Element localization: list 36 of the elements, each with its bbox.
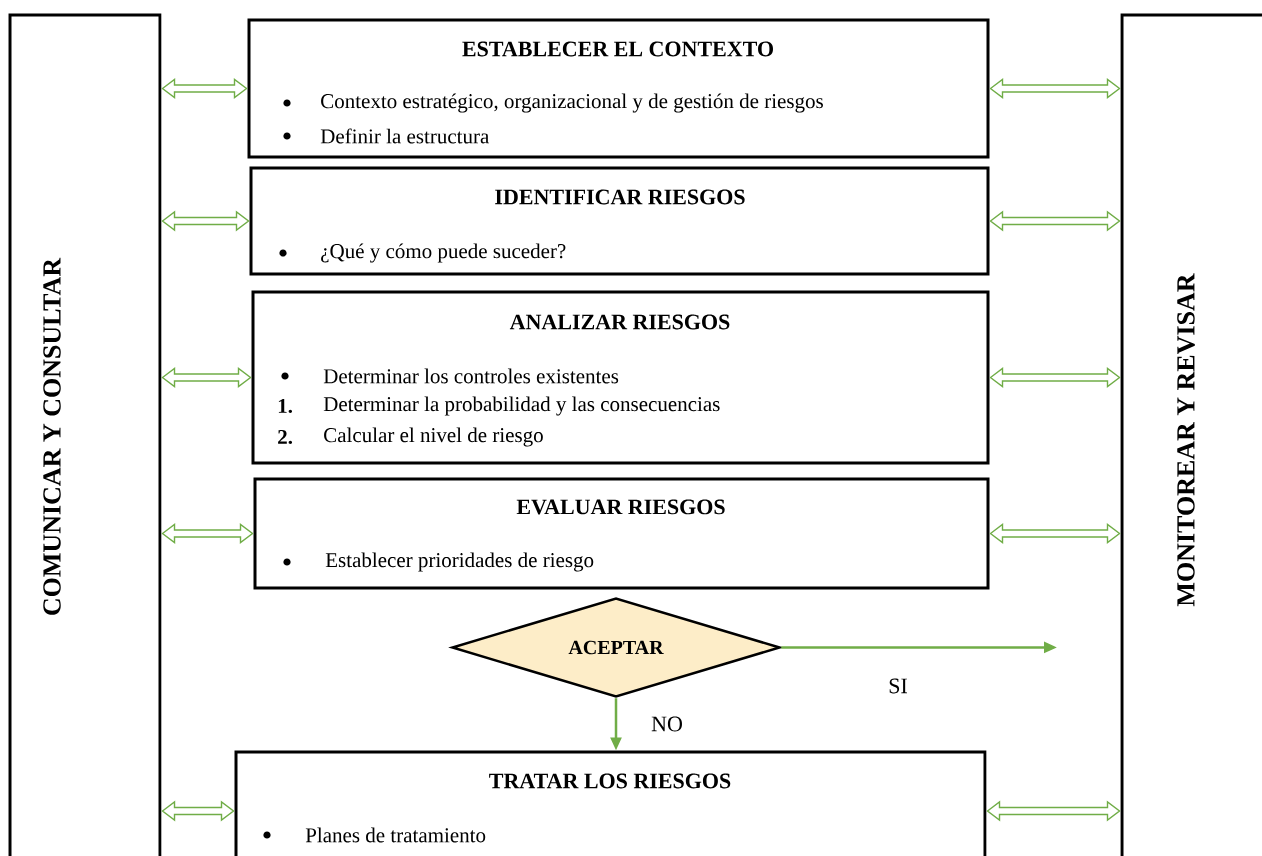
double-arrow (161, 367, 252, 388)
box-heading: IDENTIFICAR RIESGOS (495, 189, 745, 205)
process-box (249, 166, 990, 276)
edge-label: NO (650, 715, 684, 733)
band-title: COMUNICAR Y CONSULTAR (43, 257, 61, 615)
list-item: Contexto estratégico, organizacional y de gestión de riesgos (283, 93, 823, 113)
process-box (234, 750, 987, 856)
box-heading: TRATAR LOS RIESGOS (489, 773, 731, 789)
double-arrow (989, 210, 1121, 232)
box-heading: ANALIZAR RIESGOS (509, 314, 730, 330)
side-band (8, 13, 162, 856)
double-arrow (161, 523, 254, 544)
list-item: Determinar los controles existentes (281, 368, 619, 384)
side-band (1120, 13, 1262, 856)
double-arrow (989, 367, 1121, 388)
double-arrow (161, 210, 250, 232)
process-box (251, 290, 990, 465)
list-item: ¿Qué y cómo puede suceder? (279, 243, 566, 263)
band-title: MONITOREAR Y REVISAR (1177, 273, 1195, 607)
edge-label: SI (887, 677, 909, 695)
double-arrow (161, 78, 248, 99)
process-box (253, 477, 990, 590)
list-number: 1. (278, 398, 293, 414)
box-heading: EVALUAR RIESGOS (516, 499, 725, 515)
list-item: Determinar la probabilidad y las consecuencias (323, 396, 720, 416)
list-item: Definir la estructura (283, 128, 490, 144)
list-item: Calcular el nivel de riesgo (324, 427, 543, 447)
process-box (247, 18, 990, 159)
double-arrow (989, 78, 1121, 99)
list-item: Establecer prioridades de riesgo (283, 552, 594, 572)
double-arrow (161, 800, 235, 822)
box-heading: ESTABLECER EL CONTEXTO (462, 41, 773, 57)
list-item: Planes de tratamiento (263, 827, 486, 843)
double-arrow (989, 523, 1121, 544)
double-arrow (986, 800, 1121, 822)
list-number: 2. (278, 429, 293, 445)
